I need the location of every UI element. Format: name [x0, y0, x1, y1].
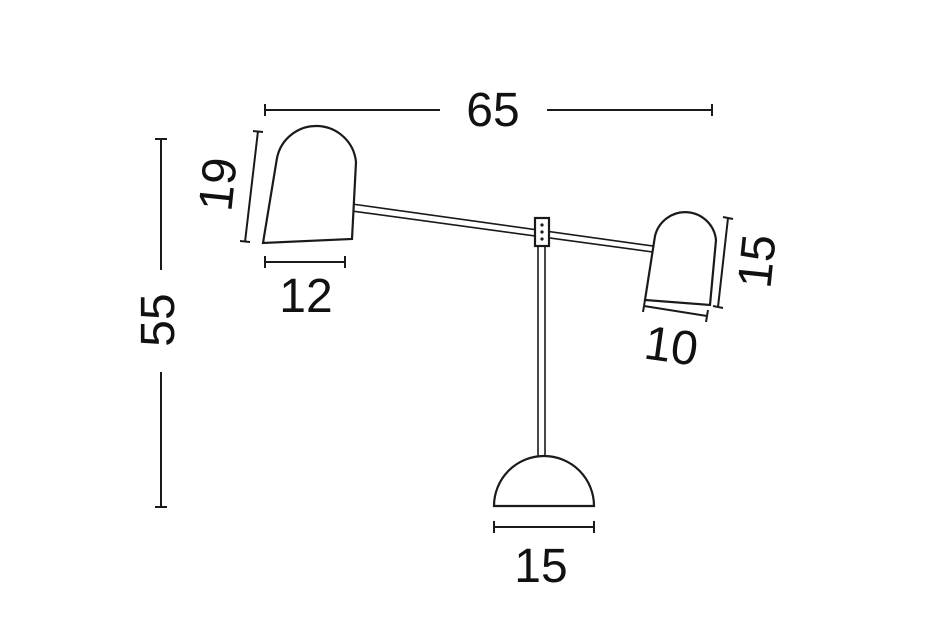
left-shade-height-dimension: 19	[189, 130, 264, 243]
right-shade-width-dimension: 10	[641, 299, 709, 377]
left-lamp-shade	[261, 124, 358, 245]
left-shade-width-dimension: 12	[264, 256, 346, 323]
right-shade-height-label: 15	[728, 232, 786, 291]
height-dimension: 55	[132, 138, 185, 508]
right-shade-height-dimension: 15	[712, 216, 787, 309]
right-shade-width-label: 10	[641, 317, 701, 377]
lamp-arm	[351, 203, 661, 254]
width-dimension: 65	[264, 84, 713, 137]
lamp-base	[492, 454, 596, 508]
left-shade-height-label: 19	[189, 155, 247, 214]
base-width-dimension: 15	[493, 521, 595, 593]
base-width-label: 15	[514, 540, 567, 593]
pivot-joint	[533, 216, 551, 248]
right-lamp-shade	[643, 211, 718, 307]
width-dimension-label: 65	[466, 84, 519, 137]
lamp-stem	[537, 243, 546, 461]
height-dimension-label: 55	[132, 293, 185, 346]
left-shade-width-label: 12	[279, 270, 332, 323]
